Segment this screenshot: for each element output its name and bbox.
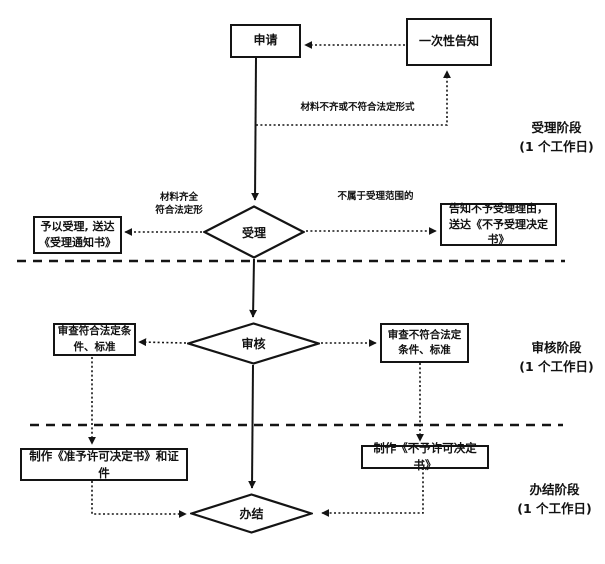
edge-review-to-review-pass (138, 338, 187, 347)
decision-accept: 受理 (203, 205, 305, 259)
node-apply: 申请 (230, 24, 301, 58)
node-one-time-notify: 一次性告知 (406, 18, 492, 66)
diamond-shape-icon (190, 493, 313, 534)
node-review-pass: 审查符合法定条件、标准 (53, 323, 136, 356)
edge-accept-to-review (249, 258, 258, 318)
edge-review-to-close (248, 364, 257, 489)
edge-incomplete-feedback-to-notify (256, 70, 451, 126)
decision-accept-label: 受理 (241, 225, 266, 240)
decision-review-label: 审核 (241, 337, 266, 351)
node-make-denial: 制作《不予许可决定书》 (361, 441, 489, 472)
stage-accept-duration: (1 个工作日) (519, 139, 594, 155)
edge-label-materials-complete-line2: 符合法定形 (155, 204, 203, 216)
decision-close: 办结 (190, 493, 313, 534)
stage-close-name: 办结阶段 (529, 482, 580, 497)
edge-label-materials-complete: 材料齐全 符合法定形 (138, 192, 220, 218)
decision-review: 审核 (187, 322, 320, 365)
node-review-fail: 审查不符合法定条件、标准 (380, 323, 469, 363)
stage-label-accept: 受理阶段 (1 个工作日) (508, 118, 605, 157)
edge-label-materials-incomplete: 材料不齐或不符合法定形式 (300, 102, 415, 113)
diamond-shape-icon (203, 205, 305, 259)
diamond-shape-icon (187, 322, 320, 365)
edge-label-not-in-scope: 不属于受理范围的 (337, 191, 414, 202)
edge-label-materials-complete-line1: 材料齐全 (159, 192, 198, 203)
stage-close-duration: (1 个工作日) (517, 501, 592, 517)
edge-apply-to-accept (251, 57, 260, 201)
node-make-permit: 制作《准予许可决定书》和证件 (20, 448, 188, 481)
edge-make-permit-to-close (91, 481, 187, 518)
stage-review-duration: (1 个工作日) (519, 359, 594, 375)
stage-review-name: 审核阶段 (531, 340, 582, 355)
stage-label-review: 审核阶段 (1 个工作日) (508, 338, 605, 377)
stage-accept-name: 受理阶段 (531, 120, 582, 135)
node-accept-no: 告知不予受理理由，送达《不予受理决定书》 (440, 202, 557, 246)
node-accept-yes: 予以受理, 送达《受理通知书》 (33, 216, 122, 254)
decision-close-label: 办结 (239, 507, 264, 521)
stage-label-close: 办结阶段 (1 个工作日) (506, 480, 603, 519)
edge-make-denial-to-close (321, 468, 424, 517)
